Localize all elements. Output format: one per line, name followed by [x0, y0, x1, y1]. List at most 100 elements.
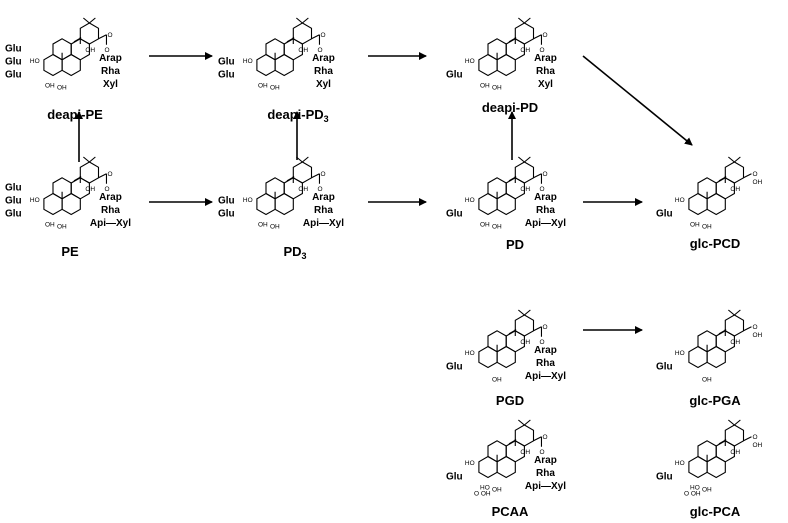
- c16-hydroxyl: OH: [298, 186, 308, 193]
- c24-hydroxyl: OH: [57, 224, 67, 231]
- triterpene-skeleton: [478, 419, 543, 479]
- arrow-deapi_pd-to-glc_pcd: [582, 55, 693, 146]
- acid-hydroxyl: OH: [752, 332, 762, 339]
- compound-name: glc-PCD: [690, 236, 741, 251]
- ester-oxygen: O: [539, 186, 544, 193]
- c24-hydroxyl: OH: [270, 85, 280, 92]
- c3-sugar-0: Glu: [446, 69, 463, 80]
- c23-hydroxyl: HO: [690, 485, 700, 492]
- carbonyl-oxygen: O: [107, 32, 112, 39]
- acid-hydroxyl: OH: [752, 179, 762, 186]
- c3-sugar-0: Glu: [446, 471, 463, 482]
- c24-hydroxyl: OH: [492, 377, 502, 384]
- c16-hydroxyl: OH: [520, 449, 530, 456]
- c24-hydroxyl: OH: [492, 85, 502, 92]
- c28-sugar-1: Rha: [536, 66, 555, 77]
- carbonyl-oxygen: O: [107, 171, 112, 178]
- compound-name: deapi-PD3: [267, 107, 328, 124]
- c3-sugar-0: Glu: [218, 56, 235, 67]
- triterpene-skeleton: [688, 156, 752, 216]
- c16-hydroxyl: OH: [730, 449, 740, 456]
- c3-sugar-0: Glu: [446, 208, 463, 219]
- c2-hydroxyl: HO: [465, 197, 475, 204]
- c2-hydroxyl: HO: [465, 58, 475, 65]
- c23-hydroxyl: OH: [45, 222, 55, 229]
- c3-sugar-1: Glu: [5, 195, 22, 206]
- acid-hydroxyl: OH: [752, 442, 762, 449]
- c24-carboxyl: O OH: [684, 491, 701, 498]
- carbonyl-oxygen: O: [752, 324, 757, 331]
- carbonyl-oxygen: O: [752, 434, 757, 441]
- c23-hydroxyl: OH: [258, 83, 268, 90]
- c28-sugar-1: Rha: [101, 205, 120, 216]
- c28-sugar-1: Rha: [536, 205, 555, 216]
- compound-name: PE: [61, 244, 79, 259]
- c23-hydroxyl: OH: [258, 222, 268, 229]
- c28-sugar-0: Arap: [534, 345, 557, 356]
- ester-oxygen: O: [539, 47, 544, 54]
- c24-hydroxyl: OH: [57, 85, 67, 92]
- compound-name: PCAA: [492, 504, 529, 519]
- c16-hydroxyl: OH: [730, 339, 740, 346]
- c3-sugar-1: Glu: [218, 69, 235, 80]
- c2-hydroxyl: HO: [243, 58, 253, 65]
- c24-hydroxyl: OH: [702, 224, 712, 231]
- c28-sugar-1: Rha: [536, 358, 555, 369]
- c24-hydroxyl: OH: [492, 487, 502, 494]
- c28-sugar-0: Arap: [99, 192, 122, 203]
- triterpene-skeleton: [688, 309, 752, 369]
- triterpene-skeleton: [688, 419, 752, 479]
- c28-sugar-2: Xyl: [103, 79, 118, 90]
- carbonyl-oxygen: O: [542, 434, 547, 441]
- c23-hydroxyl: OH: [480, 83, 490, 90]
- c24-hydroxyl: OH: [702, 487, 712, 494]
- carbonyl-oxygen: O: [320, 171, 325, 178]
- compound-name: PGD: [496, 393, 524, 408]
- c28-sugar-0: Arap: [312, 192, 335, 203]
- c2-hydroxyl: HO: [675, 350, 685, 357]
- c16-hydroxyl: OH: [85, 47, 95, 54]
- c3-sugar-0: Glu: [656, 471, 673, 482]
- triterpene-skeleton: [43, 156, 108, 216]
- compound-name: glc-PGA: [689, 393, 741, 408]
- ester-oxygen: O: [317, 47, 322, 54]
- compound-name: glc-PCA: [690, 504, 741, 519]
- c28-sugar-2: Api—Xyl: [303, 218, 344, 229]
- c28-sugar-2: Api—Xyl: [525, 218, 566, 229]
- c3-sugar-2: Glu: [5, 69, 22, 80]
- c2-hydroxyl: HO: [675, 197, 685, 204]
- triterpene-skeleton: [256, 17, 321, 77]
- ester-oxygen: O: [104, 186, 109, 193]
- c16-hydroxyl: OH: [520, 186, 530, 193]
- ester-oxygen: O: [539, 449, 544, 456]
- c28-sugar-0: Arap: [312, 53, 335, 64]
- c28-sugar-2: Api—Xyl: [525, 481, 566, 492]
- arrow-layer: [75, 52, 693, 334]
- c3-sugar-0: Glu: [5, 43, 22, 54]
- triterpene-skeleton: [478, 17, 543, 77]
- c28-sugar-1: Rha: [536, 468, 555, 479]
- compound-name: deapi-PD: [482, 100, 538, 115]
- carbonyl-oxygen: O: [752, 171, 757, 178]
- triterpene-skeleton: [478, 309, 543, 369]
- c16-hydroxyl: OH: [298, 47, 308, 54]
- c28-sugar-2: Api—Xyl: [525, 371, 566, 382]
- carbonyl-oxygen: O: [320, 32, 325, 39]
- ester-oxygen: O: [539, 339, 544, 346]
- c3-sugar-2: Glu: [5, 208, 22, 219]
- c2-hydroxyl: HO: [465, 350, 475, 357]
- c16-hydroxyl: OH: [85, 186, 95, 193]
- c16-hydroxyl: OH: [730, 186, 740, 193]
- c3-sugar-0: Glu: [218, 195, 235, 206]
- triterpene-skeleton: [478, 156, 543, 216]
- c3-sugar-0: Glu: [656, 208, 673, 219]
- c24-hydroxyl: OH: [492, 224, 502, 231]
- ester-oxygen: O: [317, 186, 322, 193]
- c28-sugar-0: Arap: [534, 455, 557, 466]
